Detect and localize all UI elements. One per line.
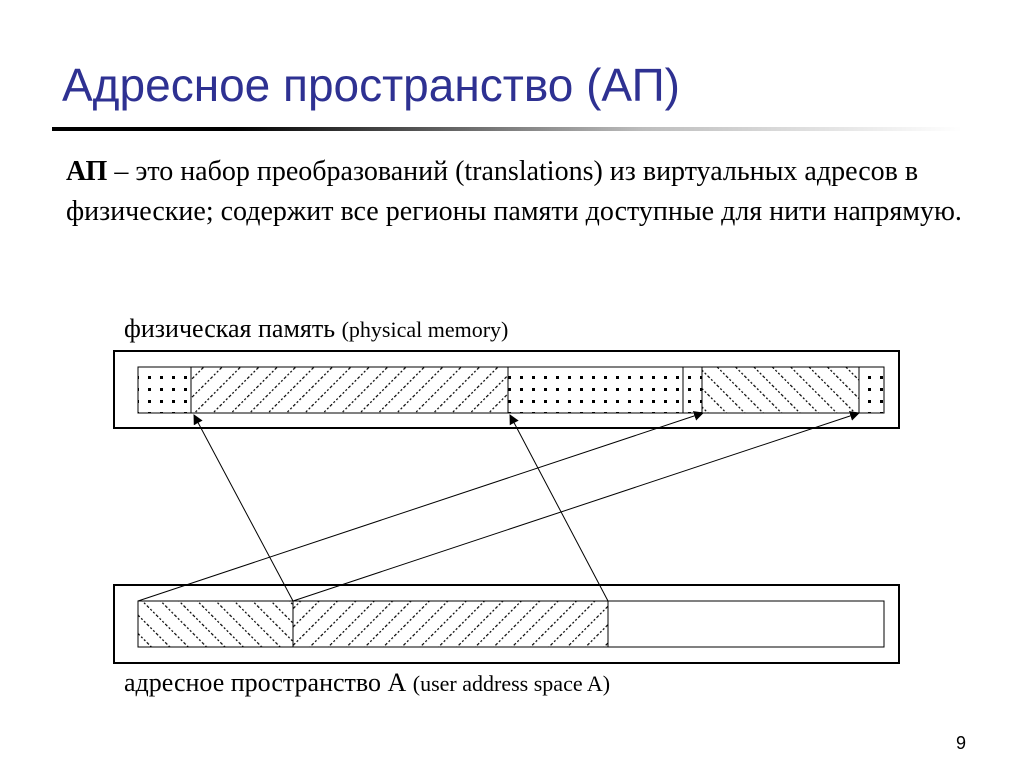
physical-region-dotted-4 bbox=[858, 366, 885, 414]
address-space-label: адресное пространство А bbox=[124, 668, 407, 697]
definition-text: – это набор преобразований (translations… bbox=[66, 156, 962, 227]
physical-memory-label-en: (physical memory) bbox=[341, 317, 509, 342]
virtual-region-hatched-2 bbox=[292, 600, 609, 648]
mapping-arrow-2 bbox=[509, 414, 609, 602]
slide-title: Адресное пространство (АП) bbox=[62, 59, 680, 111]
mapping-arrow-3 bbox=[137, 411, 704, 602]
physical-region-dotted-1 bbox=[137, 366, 192, 414]
page-number: 9 bbox=[955, 733, 966, 753]
physical-region-hatched-1 bbox=[190, 366, 509, 414]
definition-paragraph: АП – это набор преобразований (translati… bbox=[66, 152, 966, 232]
address-space-label-en: (user address space A) bbox=[412, 671, 611, 696]
physical-region-hatched-2 bbox=[701, 366, 860, 414]
address-space-caption: адресное пространство А (user address sp… bbox=[124, 668, 610, 698]
title-divider bbox=[52, 127, 962, 131]
mapping-arrow-1 bbox=[193, 414, 294, 602]
mapping-arrow-4 bbox=[292, 411, 860, 602]
physical-memory-caption: физическая память (physical memory) bbox=[124, 314, 508, 344]
physical-region-dotted-2 bbox=[507, 366, 684, 414]
definition-term: АП bbox=[66, 156, 108, 187]
virtual-region-hatched-1 bbox=[137, 600, 294, 648]
physical-memory-label: физическая память bbox=[124, 314, 336, 343]
physical-region-dotted-3 bbox=[682, 366, 703, 414]
